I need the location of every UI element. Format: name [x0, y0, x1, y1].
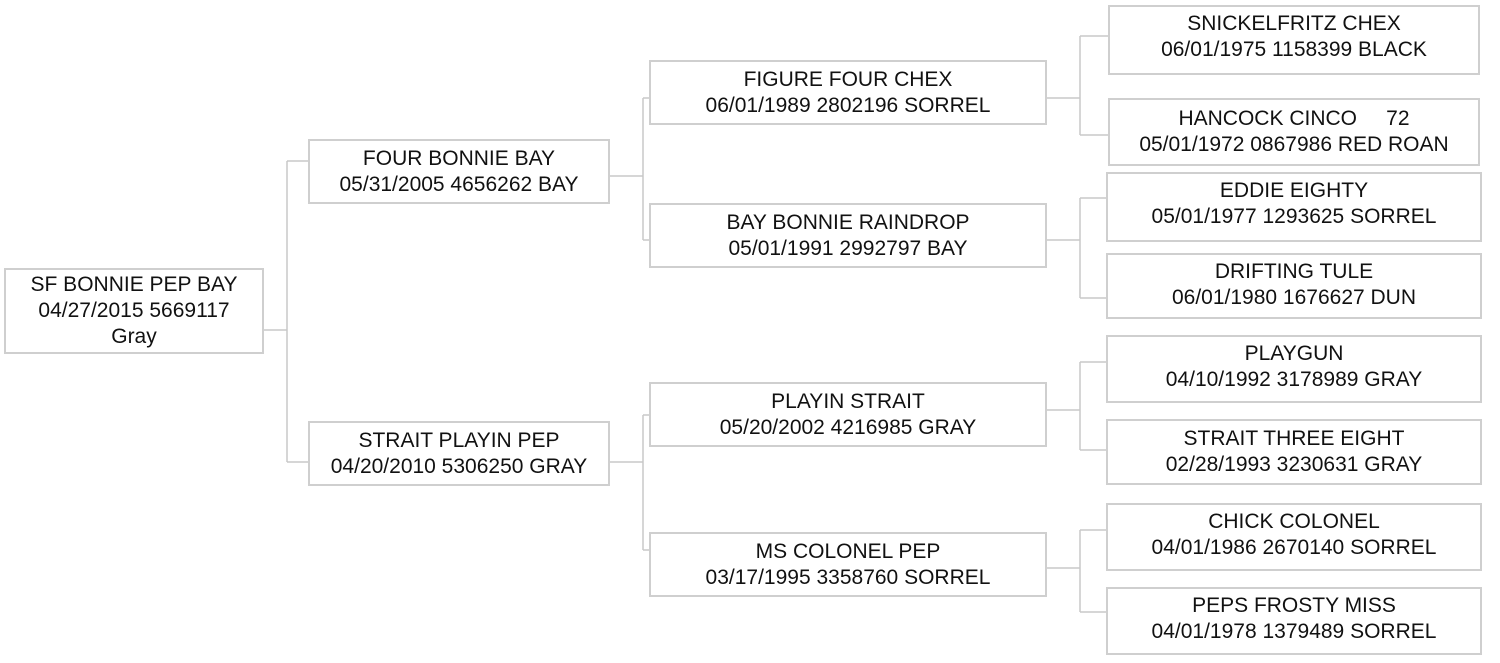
dam-sire-details: 05/20/2002 4216985 GRAY [719, 415, 977, 439]
dam-sire-name: PLAYIN STRAIT [771, 389, 925, 413]
sire-dam-card: BAY BONNIE RAINDROP 05/01/1991 2992797 B… [649, 203, 1047, 268]
great-grandparent-details: 04/01/1978 1379489 SORREL [1151, 620, 1437, 643]
sire-card: FOUR BONNIE BAY 05/31/2005 4656262 BAY [308, 139, 610, 204]
great-grandparent-details: 05/01/1977 1293625 SORREL [1151, 205, 1437, 228]
subject-horse-details: 04/27/2015 5669117 [38, 299, 230, 322]
subject-horse-card: SF BONNIE PEP BAY 04/27/2015 5669117 Gra… [4, 268, 264, 354]
great-grandparent-name: SNICKELFRITZ CHEX [1187, 12, 1401, 35]
sire-sire-card: FIGURE FOUR CHEX 06/01/1989 2802196 SORR… [649, 60, 1047, 125]
great-grandparent-card: DRIFTING TULE 06/01/1980 1676627 DUN [1106, 253, 1482, 319]
sire-details: 05/31/2005 4656262 BAY [339, 172, 579, 196]
great-grandparent-name: HANCOCK CINCO 72 [1178, 107, 1410, 130]
sire-sire-name: FIGURE FOUR CHEX [743, 67, 953, 91]
great-grandparent-card: PEPS FROSTY MISS 04/01/1978 1379489 SORR… [1106, 587, 1482, 655]
great-grandparent-card: CHICK COLONEL 04/01/1986 2670140 SORREL [1106, 503, 1482, 571]
great-grandparent-card: PLAYGUN 04/10/1992 3178989 GRAY [1106, 335, 1482, 403]
dam-card: STRAIT PLAYIN PEP 04/20/2010 5306250 GRA… [308, 421, 610, 486]
great-grandparent-details: 05/01/1972 0867986 RED ROAN [1139, 133, 1449, 156]
sire-name: FOUR BONNIE BAY [362, 146, 556, 170]
dam-name: STRAIT PLAYIN PEP [358, 428, 560, 452]
great-grandparent-card: STRAIT THREE EIGHT 02/28/1993 3230631 GR… [1106, 419, 1482, 485]
dam-dam-name: MS COLONEL PEP [755, 539, 941, 563]
great-grandparent-name: EDDIE EIGHTY [1219, 179, 1369, 202]
dam-details: 04/20/2010 5306250 GRAY [330, 454, 588, 478]
subject-horse-name: SF BONNIE PEP BAY [30, 273, 238, 296]
great-grandparent-card: EDDIE EIGHTY 05/01/1977 1293625 SORREL [1106, 172, 1482, 242]
great-grandparent-details: 06/01/1975 1158399 BLACK [1161, 38, 1427, 61]
great-grandparent-name: PLAYGUN [1244, 342, 1344, 365]
great-grandparent-card: HANCOCK CINCO 72 05/01/1972 0867986 RED … [1108, 98, 1480, 166]
great-grandparent-name: PEPS FROSTY MISS [1192, 594, 1396, 617]
great-grandparent-details: 04/01/1986 2670140 SORREL [1151, 536, 1437, 559]
dam-dam-details: 03/17/1995 3358760 SORREL [705, 565, 991, 589]
dam-dam-card: MS COLONEL PEP 03/17/1995 3358760 SORREL [649, 532, 1047, 597]
sire-dam-name: BAY BONNIE RAINDROP [726, 210, 970, 234]
great-grandparent-name: STRAIT THREE EIGHT [1183, 427, 1405, 450]
dam-sire-card: PLAYIN STRAIT 05/20/2002 4216985 GRAY [649, 382, 1047, 447]
subject-horse-color: Gray [111, 325, 157, 348]
great-grandparent-details: 04/10/1992 3178989 GRAY [1165, 368, 1423, 391]
great-grandparent-details: 02/28/1993 3230631 GRAY [1165, 453, 1423, 476]
great-grandparent-name: DRIFTING TULE [1214, 260, 1374, 283]
great-grandparent-card: SNICKELFRITZ CHEX 06/01/1975 1158399 BLA… [1108, 5, 1480, 75]
sire-sire-details: 06/01/1989 2802196 SORREL [705, 93, 991, 117]
great-grandparent-details: 06/01/1980 1676627 DUN [1171, 286, 1417, 309]
sire-dam-details: 05/01/1991 2992797 BAY [728, 236, 968, 260]
great-grandparent-name: CHICK COLONEL [1208, 510, 1380, 533]
